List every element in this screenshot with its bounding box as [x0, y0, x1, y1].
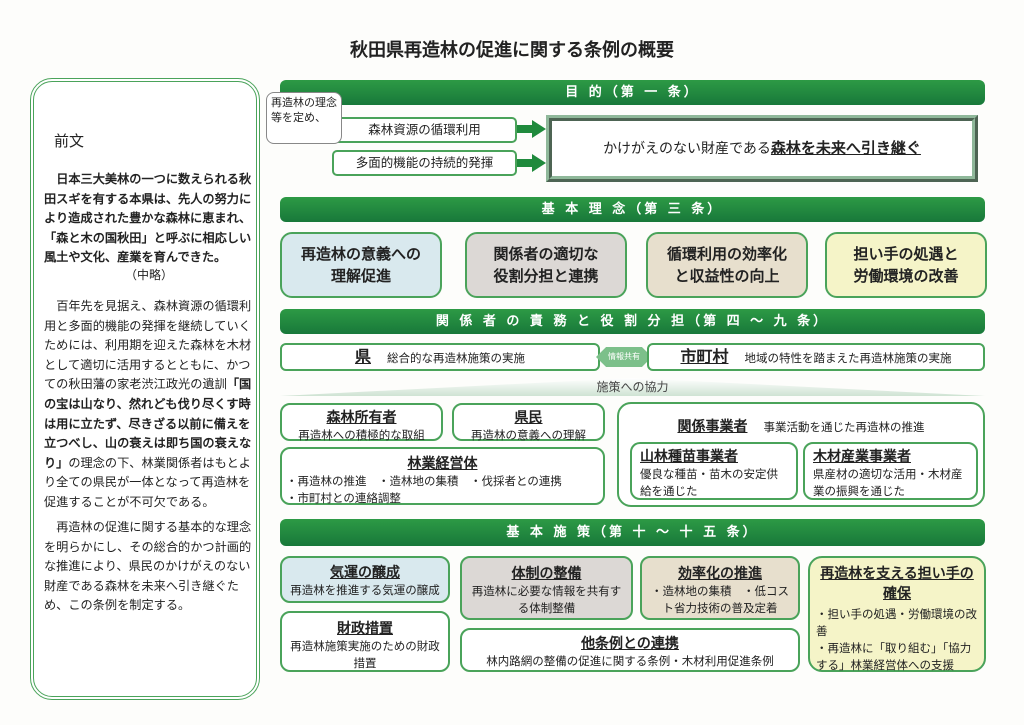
arrow-shaft-1 [517, 125, 533, 133]
purpose-callout: 再造林の理念等を定め、 [266, 92, 342, 144]
info-share-arrow: 情報共有 [596, 347, 652, 367]
principle-card-3: 循環利用の効率化と収益性の向上 [646, 232, 808, 298]
principle-card-2: 関係者の適切な役割分担と連携 [465, 232, 627, 298]
preamble-heading: 前文 [54, 132, 85, 150]
forestry-operator-card: 林業経営体・再造林の推進 ・造林地の集積 ・伐採者との連携・市町村との連絡調整 [280, 447, 605, 505]
citizen-card: 県民再造林の意義への理解 [452, 403, 605, 442]
purpose-goal-box: かけがえのない財産である森林を未来へ引き継ぐ [546, 115, 978, 182]
principles-header: 基 本 理 念（第 三 条） [280, 197, 985, 222]
arrow-shaft-2 [517, 159, 533, 167]
measures-header: 基 本 施 策（第 十 ～ 十 五 条） [280, 519, 985, 546]
measure-system: 体制の整備再造林に必要な情報を共有する体制整備 [460, 556, 633, 620]
measure-finance: 財政措置再造林施策実施のための財政措置 [280, 611, 450, 672]
municipality-role: 市町村 地域の特性を踏まえた再造林施策の実施 [647, 343, 985, 371]
seedling-business-card: 山林種苗事業者優良な種苗・苗木の安定供給を通じた [630, 442, 798, 500]
principle-card-4: 担い手の処遇と労働環境の改善 [825, 232, 987, 298]
preamble-panel [30, 78, 260, 700]
preamble-paragraph-1: 日本三大美林の一つに数えられる秋田スギを有する本県は、先人の努力により造成された… [44, 172, 252, 265]
prefecture-role: 県 総合的な再造林施策の実施 [280, 343, 600, 371]
measure-momentum: 気運の醸成再造林を推進する気運の醸成 [280, 556, 450, 603]
cooperation-label: 施策への協力 [596, 380, 669, 394]
arrow-right-icon [532, 120, 546, 138]
preamble-paragraph-3: 再造林の促進に関する基本的な理念を明らかにし、その総合的かつ計画的な推進により、… [44, 520, 252, 613]
roles-header: 関 係 者 の 責 務 と 役 割 分 担（第 四 ～ 九 条） [280, 309, 985, 334]
page-title: 秋田県再造林の促進に関する条例の概要 [350, 40, 674, 61]
purpose-item-2: 多面的機能の持続的発揮 [332, 150, 517, 176]
timber-business-card: 木材産業事業者県産材の適切な活用・木材産業の振興を通じた [803, 442, 978, 500]
arrow-right-icon [532, 154, 546, 172]
measure-efficiency: 効率化の推進・造林地の集積 ・低コスト省力技術の普及定着 [640, 556, 800, 620]
purpose-header: 目 的（第 一 条） [280, 80, 985, 105]
measure-other-ordinances: 他条例との連携林内路網の整備の促進に関する条例・木材利用促進条例 [460, 628, 800, 672]
forest-owner-card: 森林所有者再造林への積極的な取組 [280, 403, 443, 442]
measure-workforce: 再造林を支える担い手の確保・担い手の処遇・労働環境の改善・再造林に「取り組む」「… [808, 556, 986, 672]
preamble-omitted: （中略） [124, 268, 173, 282]
principle-card-1: 再造林の意義への理解促進 [280, 232, 442, 298]
purpose-item-1: 森林資源の循環利用 [332, 117, 517, 143]
preamble-paragraph-2: 百年先を見据え、森林資源の循環利用と多面的機能の発揮を継続していくためには、利用… [44, 299, 252, 509]
